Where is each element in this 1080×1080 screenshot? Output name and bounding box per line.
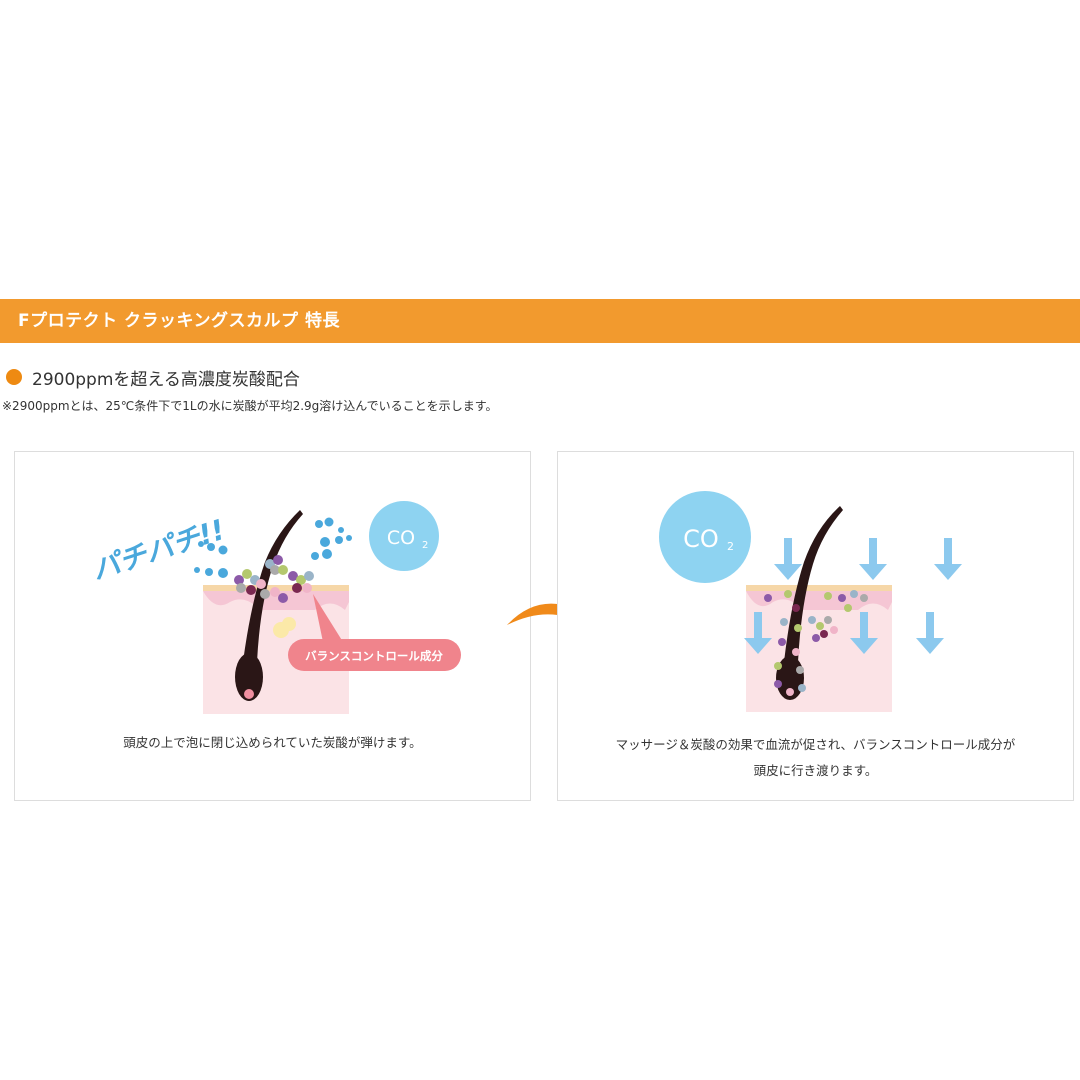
feature-heading-text: 2900ppmを超える高濃度炭酸配合 bbox=[32, 369, 300, 390]
scalp-absorption-illustration: CO 2 bbox=[659, 491, 962, 712]
right-caption: マッサージ＆炭酸の効果で血流が促され、バランスコントロール成分が 頭皮に行き渡り… bbox=[558, 732, 1073, 784]
balance-control-callout bbox=[288, 639, 461, 671]
left-illustration-panel: バランスコントロール成分 CO 2 パチパチ!! 頭皮の上で泡に閉じ込められてい… bbox=[14, 451, 531, 801]
particle-cluster bbox=[764, 590, 868, 696]
pop-droplets bbox=[194, 517, 352, 578]
particle-cluster bbox=[234, 555, 314, 603]
co2-circle bbox=[369, 501, 439, 571]
hair-strand bbox=[784, 506, 843, 662]
callout-label: バランスコントロール成分 bbox=[305, 649, 443, 663]
hair-strand bbox=[243, 510, 303, 662]
co2-label: CO bbox=[387, 527, 415, 549]
skin-surface bbox=[746, 585, 892, 591]
co2-subscript: 2 bbox=[422, 540, 428, 551]
hair-bulb bbox=[235, 653, 263, 701]
feature-note: ※2900ppmとは、25℃条件下で1Lの水に炭酸が平均2.9g溶け込んでいるこ… bbox=[2, 399, 498, 413]
feature-heading: 2900ppmを超える高濃度炭酸配合 bbox=[6, 364, 300, 390]
co2-label: CO bbox=[683, 525, 719, 553]
section-banner: Fプロテクト クラッキングスカルプ 特長 bbox=[0, 299, 1080, 343]
right-caption-line1: マッサージ＆炭酸の効果で血流が促され、バランスコントロール成分が bbox=[615, 737, 1016, 752]
co2-circle bbox=[659, 491, 751, 583]
banner-title: Fプロテクト クラッキングスカルプ 特長 bbox=[18, 311, 340, 331]
left-caption: 頭皮の上で泡に閉じ込められていた炭酸が弾けます。 bbox=[123, 735, 422, 750]
callout-pointer bbox=[313, 594, 343, 642]
down-arrow-icon bbox=[744, 538, 962, 654]
scalp-bubble-illustration: バランスコントロール成分 CO 2 パチパチ!! bbox=[88, 501, 461, 714]
orange-dot-icon bbox=[6, 369, 22, 385]
right-caption-line2: 頭皮に行き渡ります。 bbox=[753, 763, 878, 778]
right-illustration-panel: CO 2 マッサージ＆炭酸の効果で血流が促され、バランスコントロール成分が 頭皮… bbox=[557, 451, 1074, 801]
co2-subscript: 2 bbox=[727, 540, 734, 553]
hair-bulb bbox=[776, 656, 804, 700]
